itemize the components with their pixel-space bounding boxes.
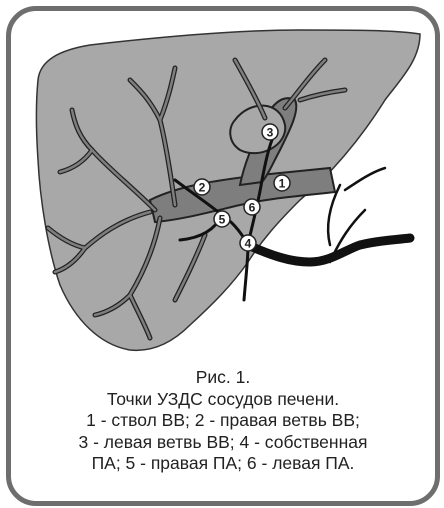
point-marker-6: 6 [244, 199, 260, 215]
point-marker-2: 2 [194, 179, 210, 195]
svg-text:2: 2 [199, 181, 206, 195]
point-marker-3: 3 [262, 124, 278, 140]
svg-text:3: 3 [267, 126, 274, 140]
point-marker-1: 1 [274, 175, 290, 191]
svg-text:5: 5 [219, 213, 226, 227]
svg-text:1: 1 [279, 177, 286, 191]
caption-line: 3 - левая ветвь ВВ; 4 - собственная [11, 432, 435, 454]
point-marker-4: 4 [240, 235, 256, 251]
svg-text:6: 6 [249, 201, 256, 215]
svg-text:4: 4 [245, 237, 252, 251]
caption-line: ПА; 5 - правая ПА; 6 - левая ПА. [11, 453, 435, 475]
caption-line: 1 - ствол ВВ; 2 - правая ветвь ВВ; [11, 410, 435, 432]
figure-caption: Рис. 1. Точки УЗДС сосудов печени. 1 - с… [11, 367, 435, 475]
caption-line: Точки УЗДС сосудов печени. [11, 389, 435, 411]
caption-line: Рис. 1. [11, 367, 435, 389]
point-marker-5: 5 [214, 211, 230, 227]
